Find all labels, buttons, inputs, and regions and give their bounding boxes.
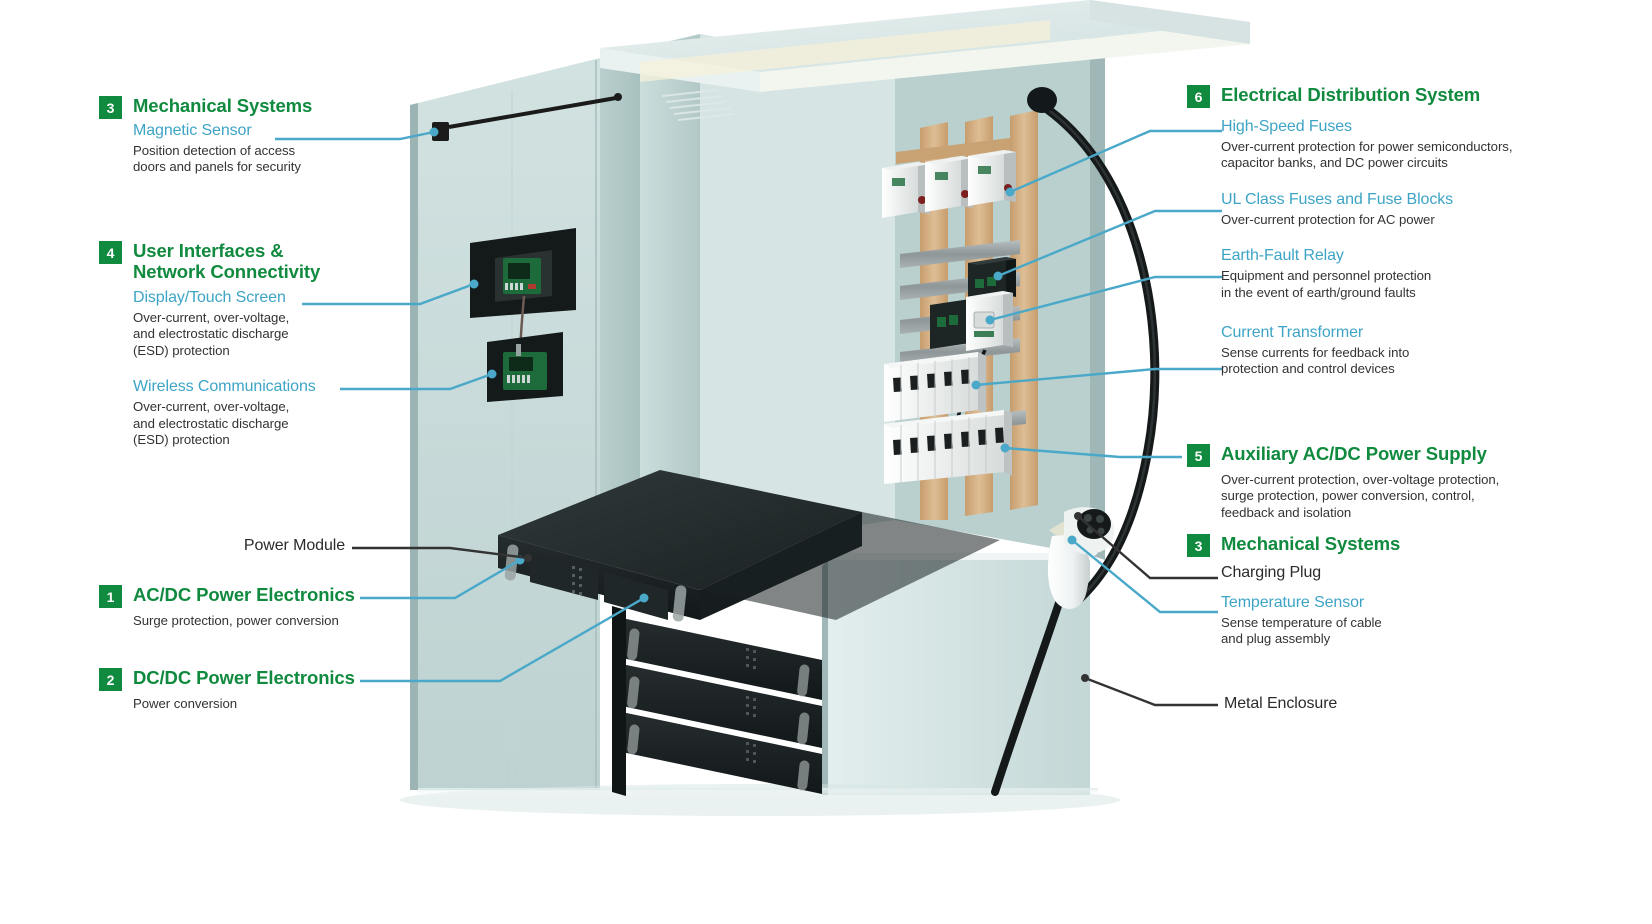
item-description: Over-current, over-voltage, and electros…	[133, 399, 290, 448]
category-title: Auxiliary AC/DC Power Supply	[1221, 443, 1487, 464]
cabinet-enclosure	[400, 0, 1250, 816]
category-row: 5 Auxiliary AC/DC Power Supply	[1187, 443, 1627, 467]
badge-number: 2	[99, 668, 122, 691]
badge-number: 4	[99, 241, 122, 264]
item-title: Earth-Fault Relay	[1221, 247, 1344, 265]
callout-power-module: Power Module	[0, 536, 345, 556]
callout-electrical-distribution: 6 Electrical Distribution System High-Sp…	[1187, 84, 1627, 378]
callout-metal-enclosure: Metal Enclosure	[1224, 694, 1554, 714]
category-title: User Interfaces & Network Connectivity	[133, 240, 321, 282]
category-row: 6 Electrical Distribution System	[1187, 84, 1627, 108]
item-description: Over-current protection for AC power	[1221, 211, 1435, 227]
item-title: UL Class Fuses and Fuse Blocks	[1221, 190, 1454, 208]
category-title: Mechanical Systems	[133, 95, 313, 116]
callout-auxiliary-power-supply: 5 Auxiliary AC/DC Power Supply Over-curr…	[1187, 443, 1627, 521]
display-touch-screen-component	[470, 228, 576, 361]
item-description: Over-current, over-voltage, and electros…	[133, 310, 290, 358]
item-description: Sense temperature of cable and plug asse…	[1221, 615, 1382, 647]
auxiliary-power-supply-component	[884, 352, 1012, 484]
category-row: 2 DC/DC Power Electronics	[99, 667, 429, 691]
callout-acdc-power-electronics: 1 AC/DC Power Electronics Surge protecti…	[99, 584, 429, 629]
item-title: Magnetic Sensor	[133, 122, 252, 139]
category-title: Electrical Distribution System	[1221, 84, 1481, 105]
callout-dcdc-power-electronics: 2 DC/DC Power Electronics Power conversi…	[99, 667, 429, 712]
wireless-communications-component	[487, 332, 563, 402]
badge-number: 3	[1187, 534, 1210, 557]
item-description: Surge protection, power conversion	[133, 613, 339, 628]
category-row: 4 User Interfaces & Network Connectivity	[99, 240, 419, 282]
category-row: 3 Mechanical Systems	[99, 95, 399, 119]
badge-number: 3	[99, 96, 122, 119]
item-description: Equipment and personnel protection in th…	[1221, 268, 1432, 300]
vent-louvres	[661, 89, 735, 121]
category-title: AC/DC Power Electronics	[133, 584, 355, 605]
high-speed-fuses-component	[882, 138, 1016, 218]
item-title: Display/Touch Screen	[133, 289, 286, 306]
item-description: Over-current protection, over-voltage pr…	[1221, 472, 1500, 520]
callout-mechanical-systems-left: 3 Mechanical Systems Magnetic Sensor Pos…	[99, 95, 399, 176]
item-title: Wireless Communications	[133, 378, 316, 396]
item-description: Position detection of access doors and p…	[133, 143, 301, 175]
callout-user-interfaces: 4 User Interfaces & Network Connectivity…	[99, 240, 419, 448]
power-module-stack	[612, 606, 822, 796]
item-description: Power conversion	[133, 696, 238, 711]
category-title: Mechanical Systems	[1221, 533, 1401, 554]
category-row: 3 Mechanical Systems	[1187, 533, 1627, 557]
item-title: Power Module	[243, 537, 345, 554]
badge-number: 5	[1187, 444, 1210, 467]
callout-mechanical-systems-right: 3 Mechanical Systems Charging Plug Tempe…	[1187, 533, 1627, 648]
item-description: Over-current protection for power semico…	[1221, 139, 1513, 171]
item-title: Current Transformer	[1221, 324, 1364, 342]
item-title: Temperature Sensor	[1221, 594, 1365, 611]
item-description: Sense currents for feedback into protect…	[1221, 345, 1410, 377]
power-module-component	[498, 470, 1000, 622]
item-title: Charging Plug	[1221, 564, 1322, 581]
category-title: DC/DC Power Electronics	[133, 667, 355, 688]
item-title: High-Speed Fuses	[1221, 118, 1352, 135]
item-title: Metal Enclosure	[1224, 695, 1338, 712]
badge-number: 6	[1187, 85, 1210, 108]
category-row: 1 AC/DC Power Electronics	[99, 584, 429, 608]
badge-number: 1	[99, 585, 122, 608]
